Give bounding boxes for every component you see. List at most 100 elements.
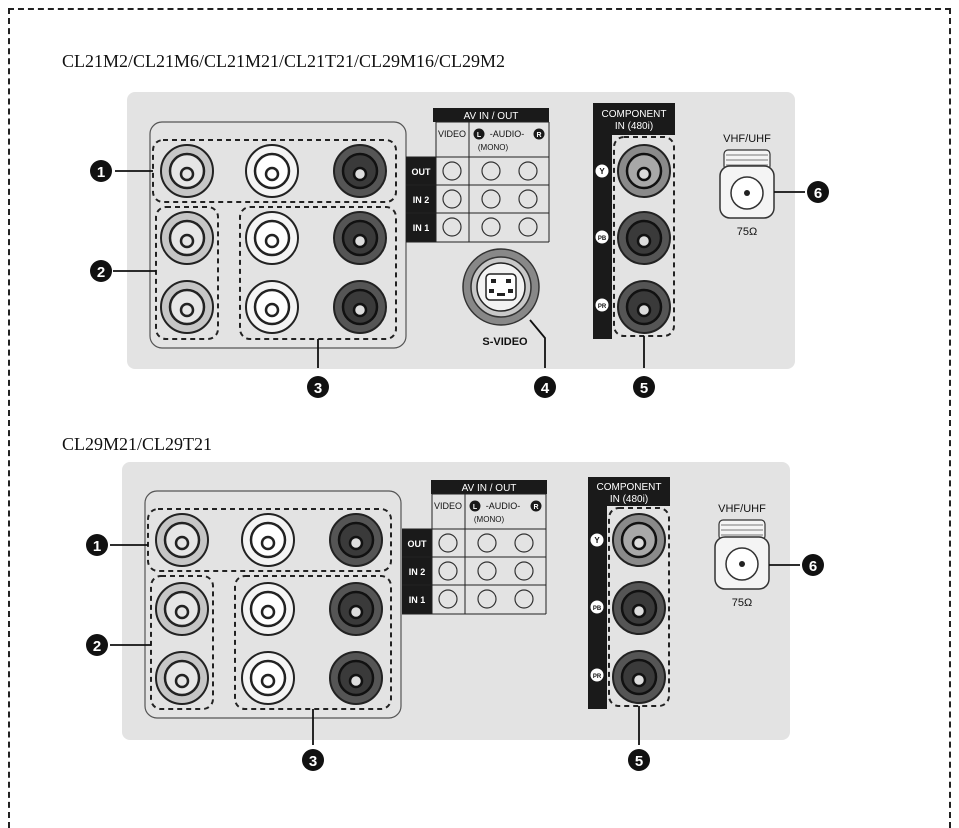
svg-text:2: 2 bbox=[93, 638, 101, 655]
svg-text:1: 1 bbox=[97, 164, 105, 181]
av-in-out-table: AV IN / OUT VIDEO L -AUDIO- R (MONO) OUT… bbox=[402, 480, 547, 615]
group-1-outline bbox=[152, 139, 397, 203]
audio-right-label: R bbox=[536, 132, 541, 139]
rca-jack bbox=[329, 651, 383, 705]
leader-lines bbox=[113, 170, 805, 368]
component-y-label: Y bbox=[599, 167, 605, 176]
svg-text:4: 4 bbox=[541, 380, 550, 397]
mono-label: (MONO) bbox=[474, 515, 505, 524]
row-out: OUT bbox=[412, 167, 432, 177]
callout-5: 5 bbox=[628, 749, 650, 771]
rca-jack bbox=[617, 211, 671, 265]
model-title-1: CL21M2/CL21M6/CL21M21/CL21T21/CL29M16/CL… bbox=[62, 51, 506, 71]
antenna-label: VHF/UHF bbox=[718, 503, 766, 515]
group-3-outline bbox=[239, 206, 397, 340]
rca-jack bbox=[155, 651, 209, 705]
group-2-outline bbox=[150, 575, 214, 710]
rca-jack bbox=[245, 280, 299, 334]
connector-diagram: AV IN / OUT VIDEO L -AUDIO- R (MONO) OUT… bbox=[86, 92, 829, 771]
rca-jack bbox=[612, 513, 666, 567]
component-title-2: IN (480i) bbox=[615, 121, 653, 132]
svg-text:6: 6 bbox=[809, 558, 817, 575]
component-y-label: Y bbox=[594, 536, 600, 545]
component-in-section: COMPONENT IN (480i) Y PB PR bbox=[588, 477, 670, 709]
leader-lines bbox=[110, 544, 800, 745]
callout-2: 2 bbox=[90, 260, 112, 282]
rca-jack bbox=[241, 513, 295, 567]
av-header: AV IN / OUT bbox=[462, 483, 517, 494]
rca-jack bbox=[155, 513, 209, 567]
callout-4: 4 bbox=[534, 376, 556, 398]
svg-text:3: 3 bbox=[314, 380, 322, 397]
model-title-2: CL29M21/CL29T21 bbox=[62, 434, 213, 454]
antenna-ohm: 75Ω bbox=[732, 597, 752, 609]
svg-text:6: 6 bbox=[814, 185, 822, 202]
group-1-outline bbox=[147, 508, 392, 572]
mono-label: (MONO) bbox=[478, 143, 509, 152]
audio-right-badge bbox=[533, 128, 545, 140]
svg-text:2: 2 bbox=[97, 264, 105, 281]
rca-jack bbox=[333, 280, 387, 334]
component-pr-label: PR bbox=[598, 304, 607, 310]
rca-jack bbox=[329, 582, 383, 636]
rca-jack bbox=[333, 144, 387, 198]
group-3-outline bbox=[234, 575, 392, 710]
callout-2: 2 bbox=[86, 634, 108, 656]
av-in-out-table: AV IN / OUT VIDEO L -AUDIO- R (MONO) OUT… bbox=[406, 108, 550, 243]
audio-left-badge bbox=[473, 128, 485, 140]
component-title-1: COMPONENT bbox=[597, 482, 662, 493]
callout-3: 3 bbox=[302, 749, 324, 771]
callout-6: 6 bbox=[807, 181, 829, 203]
callout-5: 5 bbox=[633, 376, 655, 398]
row-in1: IN 1 bbox=[409, 595, 426, 605]
rca-jack bbox=[612, 581, 666, 635]
callout-1: 1 bbox=[86, 534, 108, 556]
col-video: VIDEO bbox=[434, 501, 462, 511]
panel-2: AV IN / OUT VIDEO L -AUDIO- R (MONO) OUT… bbox=[86, 462, 824, 771]
rca-jack bbox=[333, 211, 387, 265]
rca-jack bbox=[241, 651, 295, 705]
audio-left-label: L bbox=[473, 504, 478, 511]
component-pr-label: PR bbox=[593, 674, 602, 680]
rca-jack bbox=[160, 280, 214, 334]
callout-1: 1 bbox=[90, 160, 112, 182]
group-2-outline bbox=[155, 206, 219, 340]
panel-1: AV IN / OUT VIDEO L -AUDIO- R (MONO) OUT… bbox=[90, 92, 829, 398]
audio-left-badge bbox=[469, 500, 481, 512]
rca-jack bbox=[241, 582, 295, 636]
audio-left-label: L bbox=[477, 132, 482, 139]
callout-3: 3 bbox=[307, 376, 329, 398]
rca-jack bbox=[160, 211, 214, 265]
audio-label: -AUDIO- bbox=[490, 129, 525, 139]
panel-2-jack-group-outline bbox=[144, 490, 402, 719]
rca-jack bbox=[160, 144, 214, 198]
s-video-label: S-VIDEO bbox=[482, 336, 528, 348]
antenna-connector bbox=[714, 519, 770, 590]
svg-text:3: 3 bbox=[309, 753, 317, 770]
col-video: VIDEO bbox=[438, 129, 466, 139]
antenna-connector bbox=[719, 149, 775, 219]
component-pb-label: PB bbox=[593, 606, 602, 612]
row-in2: IN 2 bbox=[409, 567, 426, 577]
svg-text:5: 5 bbox=[640, 380, 648, 397]
page-frame bbox=[8, 8, 951, 828]
row-in1: IN 1 bbox=[413, 223, 430, 233]
component-pb-label: PB bbox=[598, 236, 607, 242]
rca-jack bbox=[245, 144, 299, 198]
s-video-jack bbox=[462, 248, 540, 326]
audio-right-badge bbox=[530, 500, 542, 512]
av-header: AV IN / OUT bbox=[464, 111, 519, 122]
rca-jack bbox=[617, 144, 671, 198]
audio-right-label: R bbox=[533, 504, 538, 511]
component-title-1: COMPONENT bbox=[602, 109, 667, 120]
rca-jack bbox=[155, 582, 209, 636]
component-in-section: COMPONENT IN (480i) Y PB PR bbox=[593, 103, 675, 339]
svg-text:1: 1 bbox=[93, 538, 101, 555]
rca-jack bbox=[612, 650, 666, 704]
row-in2: IN 2 bbox=[413, 195, 430, 205]
rca-jack bbox=[245, 211, 299, 265]
antenna-ohm: 75Ω bbox=[737, 226, 757, 238]
callout-6: 6 bbox=[802, 554, 824, 576]
svg-text:5: 5 bbox=[635, 753, 643, 770]
audio-label: -AUDIO- bbox=[486, 501, 521, 511]
